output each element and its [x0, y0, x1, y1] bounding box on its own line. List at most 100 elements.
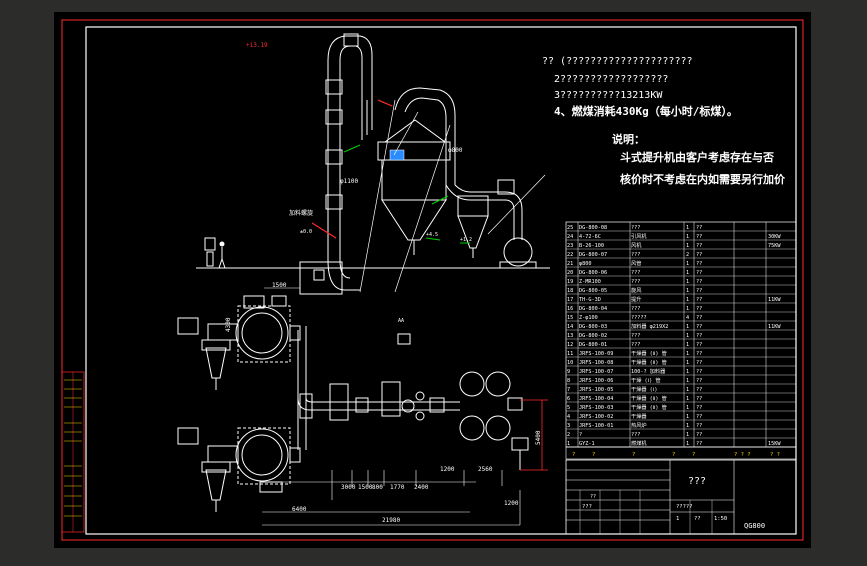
bom-cell-qty: 1	[686, 351, 689, 357]
bom-cell-note: ??	[696, 261, 702, 267]
bom-cell-no: 24	[567, 234, 573, 240]
scale-label: ??	[694, 516, 701, 522]
bom-cell-note: ??	[696, 369, 702, 375]
bom-cell-qty: 1	[686, 234, 689, 240]
bom-cell-no: 10	[567, 360, 573, 366]
drawing-code: QG800	[744, 522, 765, 530]
bom-cell-qty: 1	[686, 261, 689, 267]
bom-cell-no: 22	[567, 252, 573, 258]
bom-cell-power: 11KW	[768, 324, 781, 330]
std-label: ??	[590, 494, 596, 500]
dimension-lines	[262, 287, 521, 526]
bom-cell-name: ???	[631, 279, 640, 285]
bom-cell-no: 25	[567, 225, 573, 231]
bom-cell-name: 100-? 加料器	[631, 367, 666, 375]
dim-3000: 3000	[341, 484, 356, 491]
bom-cell-note: ??	[696, 387, 702, 393]
bom-cell-note: ??	[696, 396, 702, 402]
bom-cell-power: 15KW	[768, 441, 781, 447]
note-line-1: ?? (?????????????????????	[542, 56, 693, 67]
dim-1500b: 1500	[358, 484, 373, 491]
bom-cell-code: JRFS-100-04	[579, 396, 613, 402]
bom-cell-note: ??	[696, 225, 702, 231]
bom-cell-note: ??	[696, 351, 702, 357]
bom-cell-note: ??	[696, 423, 702, 429]
bom-cell-code: DG-800-02	[579, 333, 607, 339]
furnace-unit-top	[177, 295, 301, 390]
bom-cell-no: 3	[567, 423, 570, 429]
bom-cell-note: ??	[696, 252, 702, 258]
bom-cell-qty: 4	[686, 315, 689, 321]
plan-view: AA 1500 3000 1500 800 1770 2400 1200	[177, 282, 548, 526]
explain-line-2: 核价时不考虑在内如需要另行加价	[620, 172, 786, 186]
bom-cell-name: 热风炉	[631, 421, 647, 429]
bom-cell-code: φ800	[579, 261, 592, 267]
bom-header-2: ?	[592, 452, 595, 458]
bom-cell-code: JRFS-100-09	[579, 351, 613, 357]
box-label: AA	[398, 318, 404, 324]
dim-6400: 6400	[292, 506, 307, 513]
sheet-background	[54, 12, 811, 548]
bom-cell-qty: 1	[686, 432, 689, 438]
bom-cell-no: 13	[567, 333, 573, 339]
drawing-title: ???	[688, 476, 706, 487]
bom-cell-name: ???	[631, 432, 640, 438]
bom-cell-note: ??	[696, 342, 702, 348]
dim-2560: 2560	[478, 466, 493, 473]
bom-header-4: ?	[672, 452, 675, 458]
bom-cell-note: ??	[696, 279, 702, 285]
bom-cell-qty: 1	[686, 306, 689, 312]
bom-cell-name: 干燥器	[631, 412, 647, 420]
dim-1200b: 1200	[504, 500, 519, 507]
outer-border	[61, 19, 804, 541]
bom-cell-qty: 1	[686, 324, 689, 330]
explain-title: 说明：	[612, 132, 645, 146]
elev-c: ±0.0	[300, 229, 312, 235]
bom-cell-note: ??	[696, 288, 702, 294]
bom-cell-code: JRFS-100-02	[579, 414, 613, 420]
elev-b: +1.2	[460, 237, 472, 243]
induced-draft-fan	[495, 179, 537, 269]
bom-cell-no: 9	[567, 369, 570, 375]
bom-row: 2????1??	[566, 432, 796, 439]
bom-cell-qty: 1	[686, 279, 689, 285]
bom-cell-code: Z-MR100	[579, 279, 601, 285]
bom-cell-name: 干燥 (Ⅰ) 管	[631, 376, 661, 384]
bom-cell-note: ??	[696, 243, 702, 249]
bom-cell-code: DG-800-01	[579, 342, 607, 348]
red-dimension-5400	[520, 399, 548, 471]
bom-cell-name: 燃煤机	[631, 439, 647, 447]
bom-cell-note: ??	[696, 414, 702, 420]
drying-pipe	[299, 33, 373, 295]
furnace-unit-bottom	[177, 427, 301, 512]
bom-cell-note: ??	[696, 270, 702, 276]
bom-cell-qty: 1	[686, 360, 689, 366]
bom-cell-no: 5	[567, 405, 570, 411]
bom-cell-code: Z-φ100	[579, 315, 598, 321]
bom-cell-note: ??	[696, 297, 702, 303]
bom-cell-no: 15	[567, 315, 573, 321]
bom-cell-name: 风机	[631, 241, 642, 249]
bom-cell-no: 1	[567, 441, 570, 447]
bom-header-7: ? ?	[770, 452, 780, 458]
bom-cell-no: 8	[567, 378, 570, 384]
title-block: ??? ??? ????? ?? 1:50 1 QG800 ??	[565, 459, 797, 535]
explain-line-1: 斗式提升机由客户考虑存在与否	[620, 150, 774, 164]
bom-cell-code: JRFS-100-01	[579, 423, 613, 429]
bom-cell-qty: 1	[686, 396, 689, 402]
bom-cell-name: 干燥器 (Ⅱ) 管	[631, 394, 667, 402]
bom-cell-qty: 1	[686, 405, 689, 411]
bom-cell-code: GYZ-1	[579, 441, 595, 447]
